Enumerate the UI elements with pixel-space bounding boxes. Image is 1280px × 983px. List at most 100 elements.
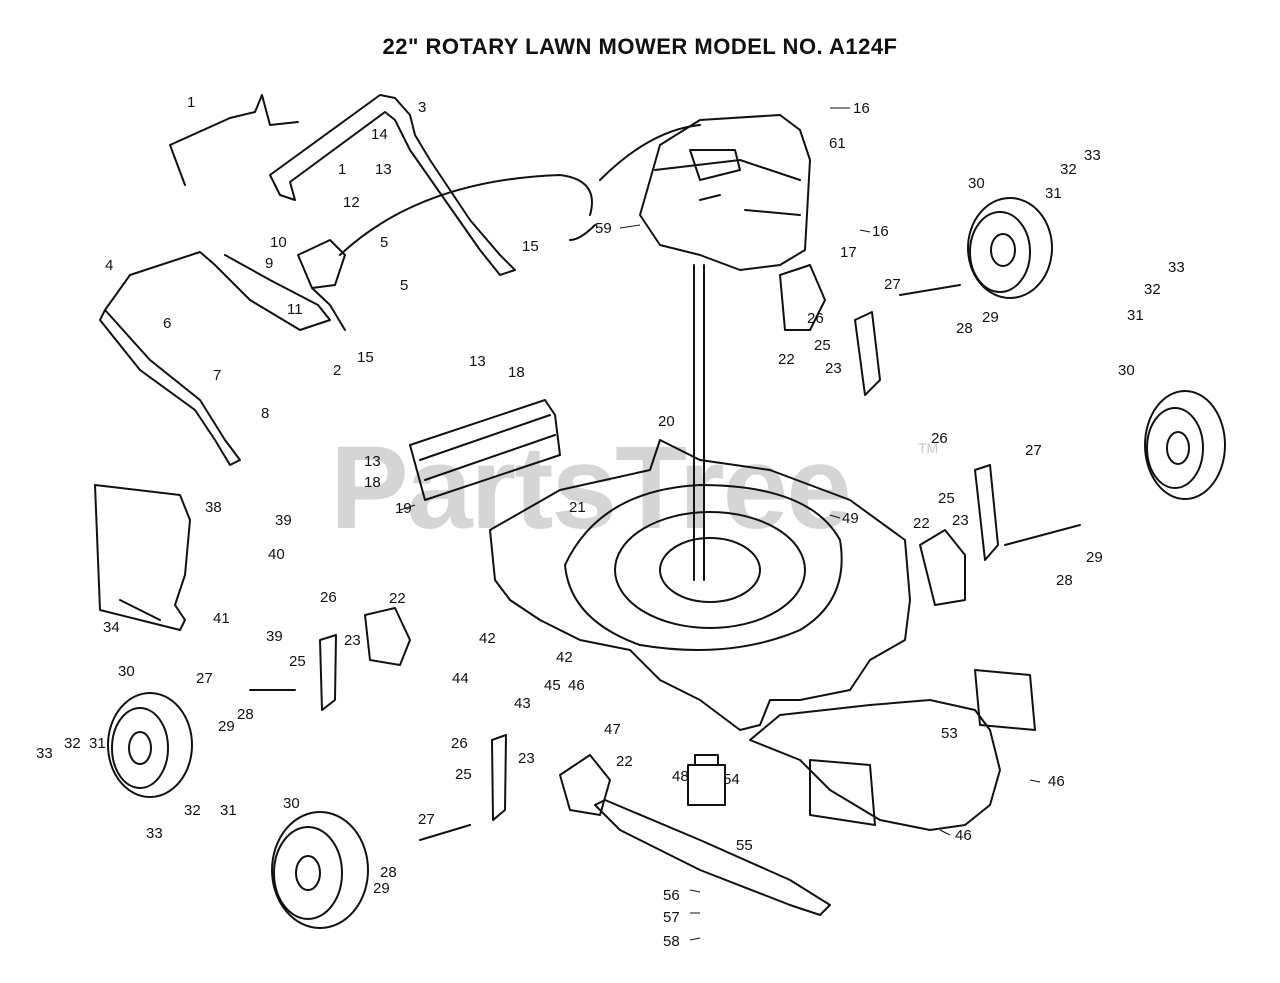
callout-label: 27 (418, 811, 435, 828)
callout-label: 59 (595, 220, 612, 237)
callout-label: 1 (338, 161, 346, 178)
callout-label: 26 (320, 589, 337, 606)
callout-label: 22 (778, 351, 795, 368)
callout-label: 30 (1118, 362, 1135, 379)
part-engine-shaft (693, 264, 705, 581)
callout-label: 25 (938, 490, 955, 507)
callout-label: 31 (220, 802, 237, 819)
leader-lines (399, 107, 1041, 941)
part-drawings (94, 94, 1226, 929)
part-deck-dome (564, 484, 843, 651)
callout-label: 46 (568, 677, 585, 694)
part-control-cable (339, 124, 701, 256)
callout-label: 28 (380, 864, 397, 881)
callout-label: 28 (237, 706, 254, 723)
part-rear-flap (749, 699, 1001, 831)
callout-label: 57 (663, 909, 680, 926)
callout-label: 5 (400, 277, 408, 294)
callout-label: 12 (343, 194, 360, 211)
callout-label: 13 (469, 353, 486, 370)
part-blade-adapter (687, 754, 726, 806)
part-height-adjusters (319, 311, 999, 821)
callout-label: 23 (952, 512, 969, 529)
callout-label: 8 (261, 405, 269, 422)
callout-label: 32 (1060, 161, 1077, 178)
callout-label: 26 (931, 430, 948, 447)
callout-label: 27 (196, 670, 213, 687)
callout-label: 27 (884, 276, 901, 293)
callout-label: 6 (163, 315, 171, 332)
callout-label: 7 (213, 367, 221, 384)
callout-label: 29 (982, 309, 999, 326)
callout-label: 33 (36, 745, 53, 762)
callout-labels: 1 1 2 3 4 5 5 6 7 8 9 10 11 12 13 13 13 … (36, 94, 1185, 950)
callout-label: 31 (1045, 185, 1062, 202)
part-gear-plates (364, 264, 966, 816)
callout-label: 13 (364, 453, 381, 470)
callout-label: 44 (452, 670, 469, 687)
callout-label: 32 (64, 735, 81, 752)
callout-label: 11 (287, 301, 303, 318)
callout-label: 42 (479, 630, 496, 647)
callout-label: 28 (956, 320, 973, 337)
part-deck-collar-inner (659, 537, 761, 603)
part-axles (249, 284, 1081, 841)
callout-label: 46 (955, 827, 972, 844)
callout-label: 26 (807, 310, 824, 327)
callout-label: 1 (187, 94, 195, 111)
part-upper-handle-bar (169, 94, 299, 186)
callout-label: 42 (556, 649, 573, 666)
callout-label: 9 (265, 255, 273, 272)
part-engine (639, 114, 811, 271)
callout-label: 23 (825, 360, 842, 377)
callout-label: 31 (1127, 307, 1144, 324)
callout-label: 13 (375, 161, 392, 178)
callout-label: 29 (1086, 549, 1103, 566)
callout-label: 40 (268, 546, 285, 563)
callout-label: 45 (544, 677, 561, 694)
callout-label: 47 (604, 721, 621, 738)
callout-label: 28 (1056, 572, 1073, 589)
callout-label: 46 (1048, 773, 1065, 790)
part-control (297, 239, 346, 331)
diagram-title: 22" ROTARY LAWN MOWER MODEL NO. A124F (382, 34, 898, 59)
callout-label: 27 (1025, 442, 1042, 459)
callout-label: 15 (357, 349, 374, 366)
callout-label: 18 (364, 474, 381, 491)
callout-label: 39 (266, 628, 283, 645)
callout-label: 2 (333, 362, 341, 379)
callout-label: 30 (283, 795, 300, 812)
callout-label: 10 (270, 234, 287, 251)
callout-label: 30 (118, 663, 135, 680)
callout-label: 25 (814, 337, 831, 354)
callout-label: 16 (872, 223, 889, 240)
part-deck-collar (614, 511, 806, 629)
callout-label: 53 (941, 725, 958, 742)
callout-label: 30 (968, 175, 985, 192)
watermark-trademark: TM (918, 440, 939, 456)
callout-label: 29 (373, 880, 390, 897)
callout-label: 4 (105, 257, 113, 274)
callout-label: 48 (672, 768, 689, 785)
callout-label: 15 (522, 238, 539, 255)
callout-label: 41 (213, 610, 230, 627)
callout-label: 26 (451, 735, 468, 752)
callout-label: 3 (418, 99, 426, 116)
part-blade (594, 799, 831, 916)
callout-label: 23 (344, 632, 361, 649)
callout-label: 54 (723, 771, 740, 788)
callout-label: 56 (663, 887, 680, 904)
callout-label: 25 (455, 766, 472, 783)
watermark: PartsTree (330, 422, 852, 554)
callout-label: 33 (1084, 147, 1101, 164)
callout-label: 5 (380, 234, 388, 251)
callout-label: 17 (840, 244, 857, 261)
callout-label: 22 (913, 515, 930, 532)
callout-label: 23 (518, 750, 535, 767)
callout-label: 20 (658, 413, 675, 430)
callout-label: 21 (569, 499, 586, 516)
part-upper-handle (269, 94, 516, 276)
callout-label: 39 (275, 512, 292, 529)
callout-label: 32 (1144, 281, 1161, 298)
callout-label: 16 (853, 100, 870, 117)
